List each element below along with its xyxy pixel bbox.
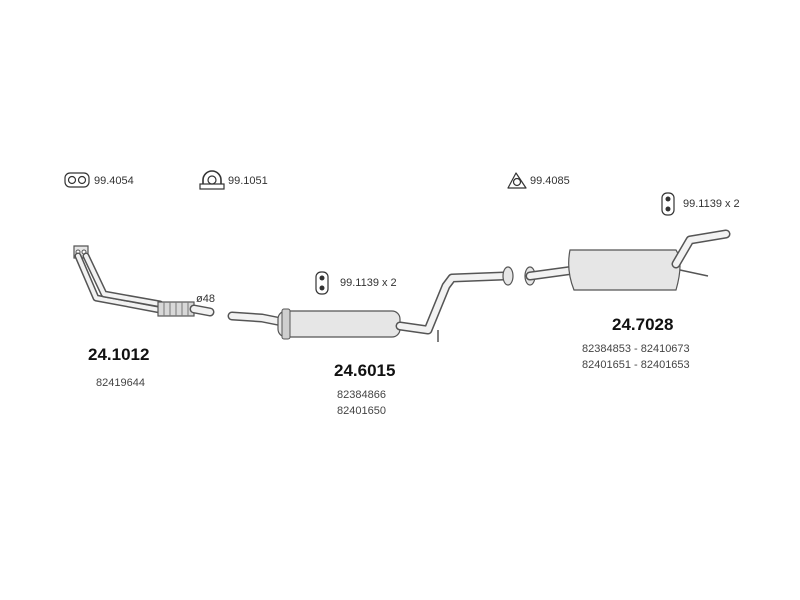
oem-ref-24-1012-1: 82419644	[96, 377, 145, 389]
clamp-code-99-1051: 99.1051	[228, 175, 268, 187]
middle-silencer-drawing	[227, 266, 514, 342]
part-number-24-1012: 24.1012	[88, 345, 149, 364]
part-number-24-7028: 24.7028	[612, 315, 673, 334]
front-pipe-drawing	[73, 245, 215, 317]
pipe-diameter-label: ø48	[196, 293, 215, 305]
oem-ref-24-7028-2: 82401651 - 82401653	[582, 359, 690, 371]
oem-ref-24-6015-1: 82384866	[337, 389, 386, 401]
gasket-code-99-4085: 99.4085	[530, 175, 570, 187]
hanger-code-middle: 99.1139 x 2	[340, 277, 397, 289]
oem-ref-24-6015-2: 82401650	[337, 405, 386, 417]
rubber-hanger-icon	[315, 271, 329, 295]
gasket-code-99-4054: 99.4054	[94, 175, 134, 187]
rubber-hanger-icon	[661, 192, 675, 216]
flange-gasket-icon	[64, 172, 90, 188]
part-number-24-6015: 24.6015	[334, 361, 395, 380]
oem-ref-24-7028-1: 82384853 - 82410673	[582, 343, 690, 355]
rear-silencer-drawing	[524, 229, 731, 291]
triangle-gasket-icon	[507, 172, 527, 189]
pipe-clamp-icon	[199, 170, 225, 190]
hanger-code-rear: 99.1139 x 2	[683, 198, 740, 210]
